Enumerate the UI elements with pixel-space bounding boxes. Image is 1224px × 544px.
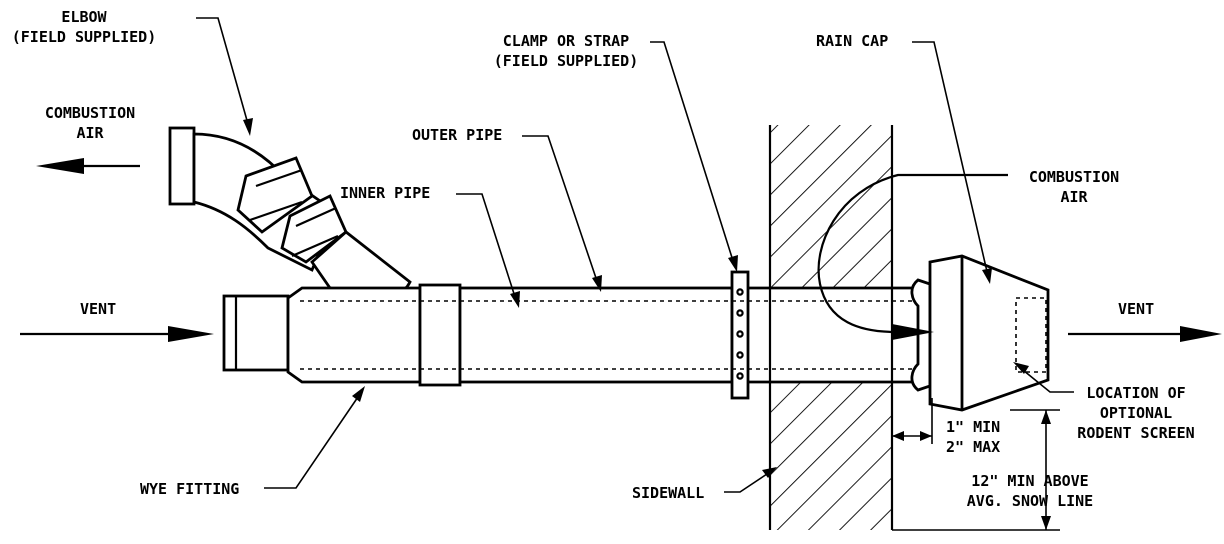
label-rodent-screen-1: LOCATION OF xyxy=(1086,384,1185,402)
rain-cap xyxy=(910,254,1050,412)
label-sidewall: SIDEWALL xyxy=(632,484,704,502)
label-combustion-air-right-2: AIR xyxy=(1060,188,1088,206)
dimension-lines xyxy=(892,398,1060,531)
label-wye-fitting: WYE FITTING xyxy=(140,480,239,498)
label-clamp-1: CLAMP OR STRAP xyxy=(503,32,629,50)
label-elbow-1: ELBOW xyxy=(61,8,107,26)
label-inner-pipe: INNER PIPE xyxy=(340,184,430,202)
label-combustion-air-right-1: COMBUSTION xyxy=(1029,168,1119,186)
label-combustion-air-left-1: COMBUSTION xyxy=(45,104,135,122)
label-clearance-1: 1" MIN xyxy=(946,418,1000,436)
label-vent-left: VENT xyxy=(80,300,116,318)
label-combustion-air-left-2: AIR xyxy=(76,124,104,142)
label-elbow-2: (FIELD SUPPLIED) xyxy=(12,28,157,46)
label-outer-pipe: OUTER PIPE xyxy=(412,126,502,144)
leader-lines xyxy=(196,17,1074,493)
label-snow-line-2: AVG. SNOW LINE xyxy=(967,492,1093,510)
label-rain-cap: RAIN CAP xyxy=(816,32,888,50)
label-rodent-screen-3: RODENT SCREEN xyxy=(1077,424,1194,442)
flow-arrows xyxy=(20,158,1222,342)
label-snow-line-1: 12" MIN ABOVE xyxy=(971,472,1088,490)
clamp-holes xyxy=(736,288,744,380)
label-clamp-2: (FIELD SUPPLIED) xyxy=(494,52,639,70)
sidewall xyxy=(768,125,894,530)
main-pipe-assembly xyxy=(222,254,1050,412)
label-vent-right: VENT xyxy=(1118,300,1154,318)
label-clearance-2: 2" MAX xyxy=(946,438,1000,456)
label-rodent-screen-2: OPTIONAL xyxy=(1100,404,1172,422)
labels: ELBOW (FIELD SUPPLIED) COMBUSTION AIR CL… xyxy=(12,8,1195,510)
elbow xyxy=(168,126,412,300)
